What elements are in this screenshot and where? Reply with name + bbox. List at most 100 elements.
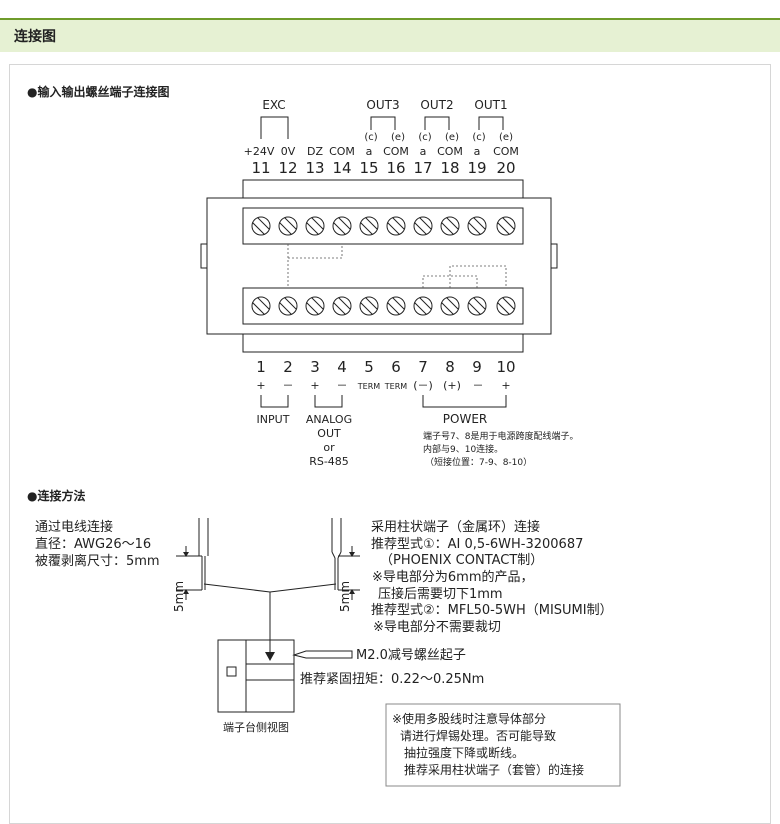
sign-2: － — [283, 379, 294, 392]
dim-arrow-left-bottom — [183, 589, 189, 594]
terminal-number-18: 18 — [440, 159, 459, 177]
terminal-number-3: 3 — [310, 358, 320, 376]
dim-arrow-right-top — [349, 552, 355, 557]
bottom-group-brackets — [260, 395, 507, 408]
label-20: COM — [493, 145, 519, 158]
sign-6: TERM — [384, 382, 408, 391]
out2-e-label: (e) — [445, 132, 459, 143]
label-19: a — [474, 145, 481, 158]
notice-box — [385, 703, 621, 787]
terminal-number-11: 11 — [251, 159, 270, 177]
terminal-number-15: 15 — [359, 159, 378, 177]
wire-right-line-6: 推荐型式②：MFL50-5WH（MISUMI制） — [371, 603, 613, 618]
wire-right-line-3: （PHOENIX CONTACT制） — [380, 553, 543, 568]
bottom-group-labels: INPUT ANALOG OUT or RS-485 POWER — [257, 412, 488, 468]
bottom-screw-4-icon — [332, 296, 352, 316]
label-17: a — [420, 145, 427, 158]
terminal-number-10: 10 — [496, 358, 515, 376]
label-11: +24V — [244, 145, 275, 158]
ce-labels: (c) (e) (c) (e) (c) (e) — [364, 132, 513, 143]
notice-text: ※使用多股线时注意导体部分 请进行焊锡处理。否可能导致 抽拉强度下降或断线。 推… — [392, 711, 584, 777]
section-title: 连接图 — [14, 29, 56, 45]
out1-c-label: (c) — [472, 132, 485, 143]
terminal-number-9: 9 — [472, 358, 482, 376]
power-note: 端子号7、8是用于电源跨度配线端子。 内部与9、10连接。 （短接位置：7-9、… — [423, 430, 578, 468]
analog-label: ANALOG — [306, 413, 352, 426]
top-screw-3-icon — [305, 216, 325, 236]
label-12: 0V — [281, 145, 296, 158]
out1-e-label: (e) — [499, 132, 513, 143]
power-note-line-1: 端子号7、8是用于电源跨度配线端子。 — [423, 430, 578, 442]
torque-label: 推荐紧固扭矩：0.22～0.25Nm — [300, 672, 484, 687]
terminal-number-2: 2 — [283, 358, 293, 376]
bottom-screw-2-icon — [278, 296, 298, 316]
label-14: COM — [329, 145, 355, 158]
wire-right-line-4: ※导电部分为6mm的产品， — [372, 569, 534, 585]
out2-label: OUT2 — [420, 98, 453, 112]
bottom-terminal-numbers: 1 2 3 4 5 6 7 8 9 10 — [256, 358, 515, 376]
terminal-number-14: 14 — [332, 159, 351, 177]
terminal-number-19: 19 — [467, 159, 486, 177]
notice-line-1: ※使用多股线时注意导体部分 — [392, 711, 546, 726]
terminal-number-13: 13 — [305, 159, 324, 177]
sign-4: － — [337, 379, 348, 392]
wire-right-line-2: 推荐型式①：AI 0,5-6WH-3200687 — [371, 537, 583, 552]
bottom-screw-5-icon — [359, 296, 379, 316]
terminal-number-12: 12 — [278, 159, 297, 177]
top-screw-1-icon — [251, 216, 271, 236]
screwdriver-icon — [292, 650, 353, 659]
top-terminal-numbers: 11 12 13 14 15 16 17 18 19 20 — [251, 159, 515, 177]
bottom-screw-10-icon — [496, 296, 516, 316]
power-note-line-2: 内部与9、10连接。 — [423, 443, 503, 455]
internal-connections — [287, 244, 507, 288]
section2-title: ●连接方法 — [27, 488, 85, 503]
sign-7: (－) — [413, 379, 433, 392]
side-view-caption: 端子台侧视图 — [223, 720, 289, 734]
terminal-number-7: 7 — [418, 358, 428, 376]
sign-9: － — [473, 379, 484, 392]
top-screw-5-icon — [359, 216, 379, 236]
terminal-number-16: 16 — [386, 159, 405, 177]
top-screw-10-icon — [496, 216, 516, 236]
sign-5: TERM — [357, 382, 381, 391]
exc-label: EXC — [262, 98, 285, 112]
section1-title: ●输入输出螺丝端子连接图 — [27, 84, 169, 99]
top-screw-8-icon — [440, 216, 460, 236]
right-tab — [550, 243, 558, 269]
strip-length-right: 5mm — [338, 581, 352, 612]
stranded-wire-drawing — [176, 518, 271, 600]
analog-or-label: or — [323, 441, 335, 454]
bottom-screw-8-icon — [440, 296, 460, 316]
out3-label: OUT3 — [366, 98, 399, 112]
top-cover — [242, 179, 524, 199]
terminal-block — [200, 179, 558, 353]
bottom-screw-1-icon — [251, 296, 271, 316]
notice-line-2: 请进行焊锡处理。否可能导致 — [400, 728, 556, 743]
top-screw-9-icon — [467, 216, 487, 236]
bottom-screw-row — [251, 296, 516, 316]
bottom-screw-7-icon — [413, 296, 433, 316]
label-18: COM — [437, 145, 463, 158]
terminal-number-5: 5 — [364, 358, 374, 376]
top-function-labels: +24V 0V DZ COM a COM a COM a COM — [244, 145, 519, 158]
top-screw-strip — [242, 207, 524, 245]
label-15: a — [366, 145, 373, 158]
terminal-side-view — [217, 639, 295, 713]
power-note-line-3: （短接位置：7-9、8-10） — [425, 456, 532, 468]
terminal-number-6: 6 — [391, 358, 401, 376]
terminal-number-8: 8 — [445, 358, 455, 376]
out3-c-label: (c) — [364, 132, 377, 143]
wire-right-line-5: 压接后需要切下1mm — [378, 586, 503, 602]
section-header: 连接图 — [0, 18, 780, 52]
sign-8: (+) — [443, 379, 461, 392]
wire-left-line-3: 被覆剥离尺寸：5mm — [35, 553, 160, 569]
dim-arrow-left-top — [183, 552, 189, 557]
bottom-signs: + － + － TERM TERM (－) (+) － + — [256, 379, 510, 392]
out3-e-label: (e) — [391, 132, 405, 143]
screwdriver-label: M2.0减号螺丝起子 — [356, 648, 466, 663]
wire-spec-left: 通过电线连接 直径：AWG26～16 被覆剥离尺寸：5mm — [35, 519, 160, 569]
top-screw-4-icon — [332, 216, 352, 236]
rs485-label: RS-485 — [309, 455, 349, 468]
insert-arrow-head — [265, 652, 275, 661]
